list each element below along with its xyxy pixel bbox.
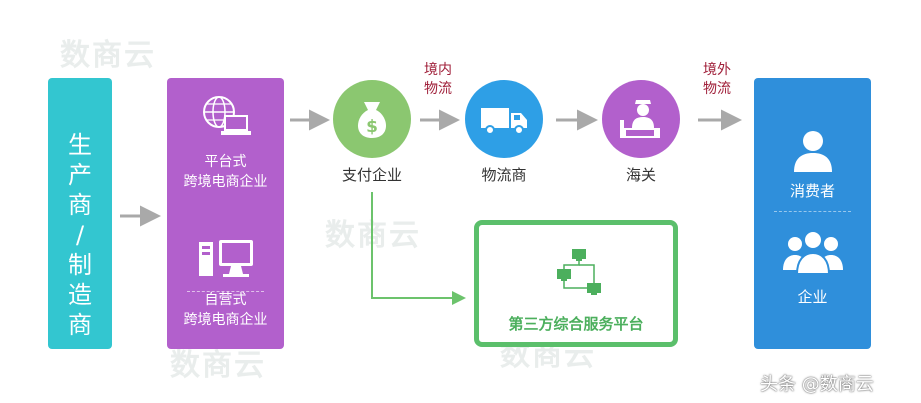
desktop-computer-icon	[199, 240, 253, 277]
consumer-label: 消费者	[789, 182, 835, 200]
payment-node-circle: $	[333, 80, 411, 158]
money-bag-icon: $	[357, 102, 387, 138]
logistics-node-label: 物流商	[481, 166, 527, 184]
watermark: 数商云	[60, 38, 156, 73]
customs-node-label: 海关	[625, 166, 656, 184]
third-party-platform-label: 第三方综合服务平台	[508, 315, 644, 333]
customs-officer-icon	[620, 100, 660, 138]
enterprise-label: 企业	[797, 288, 828, 306]
platform-box: 平台式 跨境电商企业 自营式 跨境电商企业	[167, 78, 284, 349]
divider	[187, 291, 264, 292]
arrow-payment-thirdparty	[371, 192, 466, 305]
globe-laptop-icon	[203, 96, 251, 135]
group-icon	[783, 230, 843, 274]
domestic-logistics-label: 境内 物流	[424, 62, 452, 97]
watermark: 数商云	[170, 348, 266, 383]
third-party-platform-box: 第三方综合服务平台	[474, 220, 678, 347]
logistics-node-circle	[465, 80, 543, 158]
divider	[774, 211, 851, 212]
network-computers-icon	[557, 249, 601, 295]
customs-node-circle	[602, 80, 680, 158]
overseas-logistics-label: 境外 物流	[703, 62, 731, 97]
producer-box: 生 产 商 / 制 造 商	[48, 78, 112, 349]
consumer-box: 消费者 企业	[754, 78, 871, 349]
platform-type-label: 平台式 跨境电商企业	[183, 154, 268, 190]
producer-label: 生 产 商 / 制 造 商	[68, 131, 92, 339]
person-icon	[794, 131, 832, 172]
payment-node-label: 支付企业	[341, 166, 402, 184]
svg-text:$: $	[366, 117, 378, 137]
credit-text: 头条 @数商云	[760, 374, 874, 395]
truck-icon	[481, 108, 527, 135]
self-operated-type-label: 自营式 跨境电商企业	[183, 292, 268, 328]
